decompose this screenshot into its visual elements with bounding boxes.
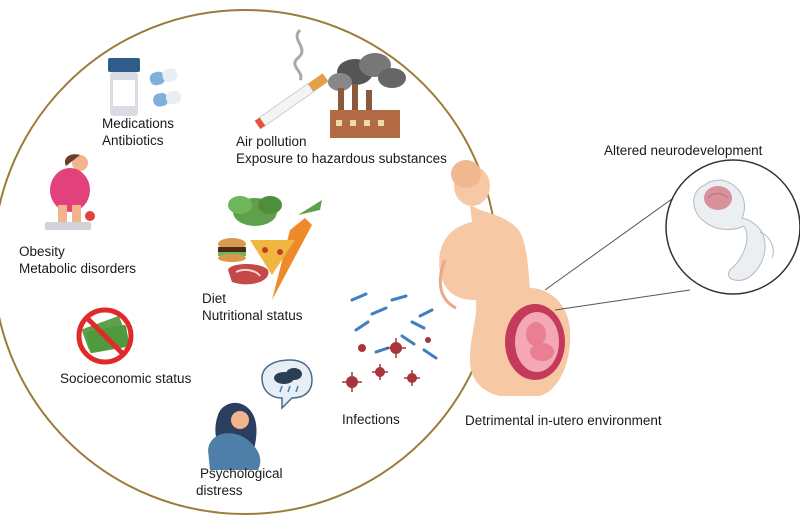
label-medications-line2: Antibiotics: [102, 133, 164, 148]
label-medications: Medications Antibiotics: [102, 115, 174, 149]
label-air-pollution-line2: Exposure to hazardous substances: [236, 151, 447, 166]
uterus-icon: [505, 304, 565, 380]
label-air-pollution-line1: Air pollution: [236, 134, 307, 149]
label-medications-line1: Medications: [102, 116, 175, 131]
label-obesity-line2: Metabolic disorders: [19, 261, 137, 276]
person-on-scale-icon: [45, 154, 95, 230]
food-icon: [218, 196, 322, 300]
label-diet-line1: Diet: [202, 291, 227, 306]
label-detrimental-environment-text: Detrimental in-utero environment: [465, 413, 662, 428]
label-diet-line2: Nutritional status: [202, 308, 303, 323]
label-infections: Infections: [342, 411, 400, 428]
zoom-line-top: [544, 185, 691, 291]
label-altered-neurodevelopment-text: Altered neurodevelopment: [604, 143, 763, 158]
label-psychological: Psychological distress: [196, 465, 283, 499]
no-money-icon: [76, 307, 134, 365]
label-obesity: Obesity Metabolic disorders: [19, 243, 136, 277]
zoom-line-bottom: [554, 289, 691, 311]
label-altered-neurodevelopment: Altered neurodevelopment: [604, 142, 762, 159]
label-detrimental-environment: Detrimental in-utero environment: [465, 412, 662, 429]
label-psychological-line2: distress: [196, 483, 243, 498]
label-socioeconomic: Socioeconomic status: [60, 370, 191, 387]
label-diet: Diet Nutritional status: [202, 290, 303, 324]
distressed-person-icon: [208, 359, 313, 470]
label-psychological-line1: Psychological: [200, 466, 283, 481]
microbes-icon: [342, 292, 438, 392]
cigarette-factory-icon: [254, 28, 406, 138]
label-socioeconomic-line1: Socioeconomic status: [60, 371, 192, 386]
pill-bottle-icon: [108, 58, 182, 116]
label-air-pollution: Air pollution Exposure to hazardous subs…: [236, 133, 447, 167]
fetus-brain-icon: [665, 159, 800, 295]
label-obesity-line1: Obesity: [19, 244, 65, 259]
label-infections-line1: Infections: [342, 412, 400, 427]
